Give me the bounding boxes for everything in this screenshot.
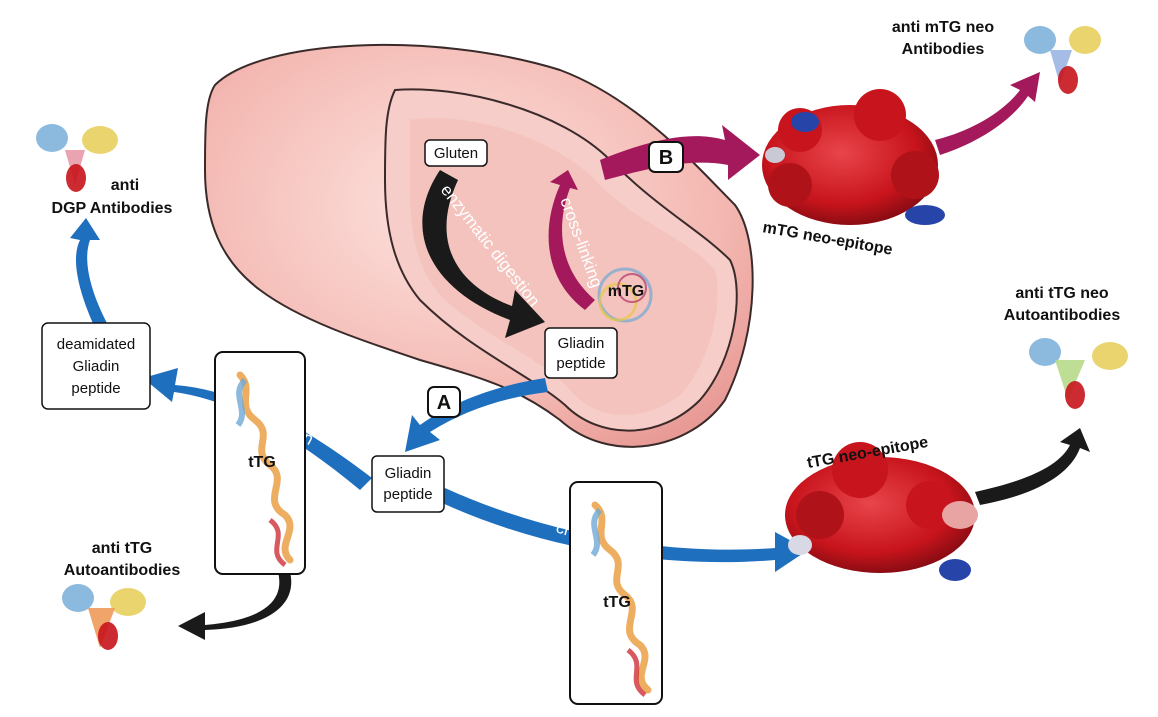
svg-text:A: A bbox=[437, 392, 451, 414]
ttg-panel-left: tTG bbox=[214, 351, 306, 575]
svg-text:Gluten: Gluten bbox=[434, 145, 478, 162]
anti-ttg-neo-label-2: Autoantibodies bbox=[1004, 307, 1121, 324]
svg-text:peptide: peptide bbox=[71, 380, 120, 397]
anti-ttg-label-1: anti tTG bbox=[92, 540, 152, 557]
anti-dgp-label-1: anti bbox=[111, 177, 139, 194]
ttg-left-label: tTG bbox=[248, 454, 276, 471]
antibody-icon-mtg bbox=[1024, 26, 1101, 94]
gluten-box: Gluten bbox=[424, 139, 488, 167]
mtg-neo-epitope-blob bbox=[762, 89, 945, 225]
path-a-arrow bbox=[405, 378, 548, 452]
antibody-icon-ttg bbox=[62, 584, 146, 650]
enzymatic-digestion-arrow bbox=[422, 170, 545, 338]
gliadin-peptide-center-box: Gliadin peptide bbox=[371, 455, 445, 513]
path-a-badge: A bbox=[427, 386, 461, 418]
anti-ttg-neo-label-1: anti tTG neo bbox=[1015, 285, 1109, 302]
anti-mtg-label-2: Antibodies bbox=[902, 41, 985, 58]
deamidated-gliadin-box: deamidated Gliadin peptide bbox=[41, 322, 151, 410]
path-b-badge: B bbox=[648, 141, 684, 173]
antibody-icon-dgp bbox=[36, 124, 118, 192]
anti-mtg-label-1: anti mTG neo bbox=[892, 19, 994, 36]
cross-linking-ttg-arrow bbox=[440, 488, 808, 572]
anti-ttg-neo-arrow bbox=[975, 428, 1090, 505]
cross-linking-mtg-arrow bbox=[548, 170, 595, 310]
svg-text:Gliadin: Gliadin bbox=[385, 465, 432, 482]
svg-text:B: B bbox=[659, 147, 673, 169]
mtg-protein: mTG bbox=[597, 267, 653, 323]
mtg-neo-epitope-label: mTG neo-epitope bbox=[761, 219, 894, 259]
svg-text:mTG: mTG bbox=[608, 283, 644, 300]
deamidation-arrow bbox=[143, 368, 372, 490]
svg-text:Gliadin: Gliadin bbox=[73, 358, 120, 375]
ttg-mid-label: tTG bbox=[603, 594, 631, 611]
anti-dgp-label-2: DGP Antibodies bbox=[52, 200, 173, 217]
ttg-panel-middle: tTG bbox=[569, 481, 663, 705]
gliadin-peptide-inner-box: Gliadin peptide bbox=[544, 327, 618, 379]
anti-ttg-arrow bbox=[178, 572, 292, 640]
svg-text:deamidated: deamidated bbox=[57, 336, 135, 353]
ttg-neo-epitope-blob bbox=[785, 442, 978, 581]
svg-text:peptide: peptide bbox=[556, 355, 605, 372]
anti-ttg-label-2: Autoantibodies bbox=[64, 562, 181, 579]
anti-mtg-arrow bbox=[935, 72, 1040, 155]
svg-text:peptide: peptide bbox=[383, 486, 432, 503]
anti-dgp-arrow bbox=[70, 218, 108, 328]
svg-text:Gliadin: Gliadin bbox=[558, 335, 605, 352]
antibody-icon-ttg-neo bbox=[1029, 338, 1128, 409]
